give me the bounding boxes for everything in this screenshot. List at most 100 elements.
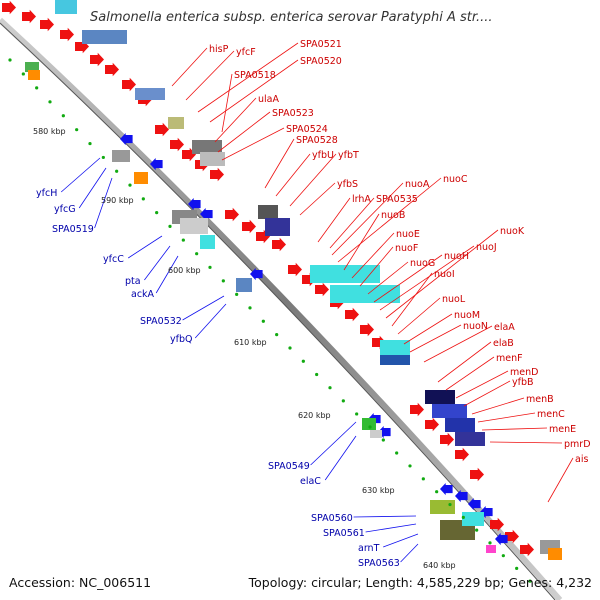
- gene-label-nuog[interactable]: nuoG: [410, 258, 435, 269]
- forward-gene-arrow[interactable]: [345, 307, 359, 322]
- gene-label-spa0528[interactable]: SPA0528: [296, 135, 338, 146]
- reverse-gene-arrow[interactable]: [495, 532, 508, 546]
- reverse-gene-arrow[interactable]: [440, 482, 453, 496]
- gene-label-ais[interactable]: ais: [575, 454, 588, 465]
- forward-gene-arrow[interactable]: [520, 542, 534, 557]
- gene-block: [455, 432, 485, 446]
- gene-label-nuof[interactable]: nuoF: [395, 243, 418, 254]
- tick-mark: [421, 477, 425, 481]
- tick-mark: [221, 279, 225, 283]
- forward-gene-arrow[interactable]: [60, 27, 74, 42]
- forward-gene-arrow[interactable]: [170, 137, 184, 152]
- gene-label-lrha[interactable]: lrhA: [352, 194, 371, 205]
- forward-gene-arrow[interactable]: [122, 77, 136, 92]
- forward-gene-arrow[interactable]: [360, 322, 374, 337]
- label-leader: [171, 47, 208, 87]
- gene-label-pta[interactable]: pta: [125, 276, 141, 287]
- gene-label-spa0523[interactable]: SPA0523: [272, 108, 314, 119]
- gene-label-spa0518[interactable]: SPA0518: [234, 70, 276, 81]
- forward-gene-arrow[interactable]: [155, 122, 169, 137]
- forward-gene-arrow[interactable]: [505, 529, 519, 544]
- label-leader: [221, 127, 285, 161]
- gene-label-spa0561[interactable]: SPA0561: [323, 528, 365, 539]
- forward-gene-arrow[interactable]: [455, 447, 469, 462]
- gene-label-spa0535[interactable]: SPA0535: [376, 194, 418, 205]
- tick-mark: [448, 502, 452, 507]
- gene-label-yfbq[interactable]: yfbQ: [170, 334, 192, 345]
- gene-label-yfcf[interactable]: yfcF: [236, 47, 256, 58]
- reverse-gene-arrow[interactable]: [455, 489, 468, 503]
- gene-label-yfcg[interactable]: yfcG: [54, 204, 76, 215]
- reverse-gene-arrow[interactable]: [150, 157, 163, 171]
- forward-gene-arrow[interactable]: [22, 9, 36, 24]
- gene-label-mene[interactable]: menE: [549, 424, 576, 435]
- forward-gene-arrow[interactable]: [470, 467, 484, 482]
- forward-gene-arrow[interactable]: [440, 432, 454, 447]
- forward-gene-arrow[interactable]: [2, 0, 16, 15]
- gene-label-nuom[interactable]: nuoM: [454, 310, 480, 321]
- gene-label-spa0519[interactable]: SPA0519: [52, 224, 94, 235]
- label-leader: [403, 313, 453, 345]
- gene-label-elab[interactable]: elaB: [493, 338, 514, 349]
- gene-label-spa0532[interactable]: SPA0532: [140, 316, 182, 327]
- gene-label-menb[interactable]: menB: [526, 394, 554, 405]
- gene-label-yfbt[interactable]: yfbT: [338, 150, 359, 161]
- gene-label-nuoe[interactable]: nuoE: [396, 229, 420, 240]
- tick-mark: [101, 155, 105, 160]
- gene-label-elaa[interactable]: elaA: [494, 322, 515, 333]
- tick-label: 600 kbp: [168, 266, 201, 275]
- label-leader: [400, 543, 419, 563]
- gene-label-spa0520[interactable]: SPA0520: [300, 56, 342, 67]
- gene-label-hisp[interactable]: hisP: [209, 44, 229, 55]
- gene-label-yfbs[interactable]: yfbS: [337, 179, 358, 190]
- reverse-gene-arrow[interactable]: [468, 497, 481, 511]
- gene-label-nuoh[interactable]: nuoH: [444, 251, 469, 262]
- gene-block: [310, 265, 380, 283]
- forward-gene-arrow[interactable]: [242, 219, 256, 234]
- gene-label-yfch[interactable]: yfcH: [36, 188, 57, 199]
- gene-label-menc[interactable]: menC: [537, 409, 565, 420]
- gene-label-spa0563[interactable]: SPA0563: [358, 558, 400, 569]
- forward-gene-arrow[interactable]: [105, 62, 119, 77]
- tick-label: 620 kbp: [298, 411, 331, 420]
- gene-label-spa0524[interactable]: SPA0524: [286, 124, 328, 135]
- forward-gene-arrow[interactable]: [90, 52, 104, 67]
- gene-label-nuoi[interactable]: nuoI: [434, 269, 455, 280]
- forward-gene-arrow[interactable]: [288, 262, 302, 277]
- reverse-gene-arrow[interactable]: [120, 132, 133, 146]
- gene-label-menf[interactable]: menF: [496, 353, 523, 364]
- gene-label-nuob[interactable]: nuoB: [381, 210, 405, 221]
- gene-label-spa0521[interactable]: SPA0521: [300, 39, 342, 50]
- gene-label-nuon[interactable]: nuoN: [463, 321, 488, 332]
- gene-label-nuoa[interactable]: nuoA: [405, 179, 430, 190]
- forward-gene-arrow[interactable]: [40, 17, 54, 32]
- gene-label-mend[interactable]: menD: [510, 367, 538, 378]
- gene-label-yfbb[interactable]: yfbB: [512, 377, 534, 388]
- forward-gene-arrow[interactable]: [272, 237, 286, 252]
- gene-label-pmrd[interactable]: pmrD: [564, 439, 591, 450]
- forward-gene-arrow[interactable]: [210, 167, 224, 182]
- gene-label-nuoj[interactable]: nuoJ: [476, 242, 497, 253]
- forward-gene-arrow[interactable]: [410, 402, 424, 417]
- gene-label-nuoc[interactable]: nuoC: [443, 174, 468, 185]
- gene-label-acka[interactable]: ackA: [131, 289, 155, 300]
- forward-gene-arrow[interactable]: [315, 282, 329, 297]
- gene-label-arnt[interactable]: arnT: [358, 543, 380, 554]
- gene-label-nuok[interactable]: nuoK: [500, 226, 525, 237]
- forward-gene-arrow[interactable]: [225, 207, 239, 222]
- label-leader: [455, 370, 509, 399]
- gene-label-nuol[interactable]: nuoL: [442, 294, 466, 305]
- gene-label-elac[interactable]: elaC: [300, 476, 321, 487]
- reverse-gene-arrow[interactable]: [250, 267, 263, 281]
- forward-gene-arrow[interactable]: [490, 517, 504, 532]
- reverse-gene-arrow[interactable]: [188, 197, 201, 211]
- gene-label-spa0560[interactable]: SPA0560: [311, 513, 353, 524]
- gene-label-ulaa[interactable]: ulaA: [258, 94, 279, 105]
- tick-label: 610 kbp: [234, 338, 267, 347]
- reverse-gene-arrow[interactable]: [200, 207, 213, 221]
- forward-gene-arrow[interactable]: [425, 417, 439, 432]
- gene-label-yfbu[interactable]: yfbU: [312, 150, 334, 161]
- genome-summary: Topology: circular; Length: 4,585,229 bp…: [249, 575, 592, 590]
- gene-label-spa0549[interactable]: SPA0549: [268, 461, 310, 472]
- gene-label-yfcc[interactable]: yfcC: [103, 254, 124, 265]
